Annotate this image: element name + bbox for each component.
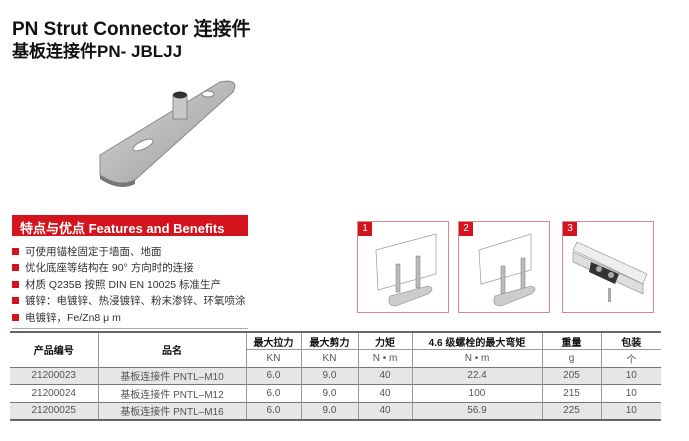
step-number: 2 (459, 222, 473, 236)
page-title: PN Strut Connector 连接件 (12, 19, 251, 40)
unit: g (542, 349, 602, 367)
feature-item: 电镀锌，Fe/Zn8 μ m (12, 309, 246, 326)
table-cell: 40 (358, 384, 413, 402)
table-cell: 40 (358, 401, 413, 421)
installation-diagram-2 (478, 233, 536, 307)
col-header-torque: 力矩 (358, 331, 413, 350)
table-cell: 10 (601, 366, 661, 385)
table-cell: 215 (542, 384, 602, 402)
unit: N • m (358, 349, 413, 367)
feature-text: 可使用锚栓固定于墙面、地面 (25, 245, 162, 258)
table-cell: 225 (542, 401, 602, 421)
table-cell: 9.0 (301, 366, 359, 385)
table-cell: 6.0 (246, 401, 302, 421)
table-cell: 21200024 (10, 384, 99, 402)
feature-text: 电镀锌，Fe/Zn8 μ m (25, 311, 121, 324)
bullet-icon (12, 280, 19, 288)
table-cell: 9.0 (301, 401, 359, 421)
step-panel-1: 1 (357, 221, 449, 313)
features-heading: 特点与优点 Features and Benefits (12, 215, 248, 236)
table-cell: 56.9 (412, 401, 543, 421)
feature-item: 可使用锚栓固定于墙面、地面 (12, 243, 246, 260)
table-cell: 6.0 (246, 366, 302, 385)
table-cell: 基板连接件 PNTL–M10 (98, 366, 247, 385)
divider (12, 328, 248, 329)
feature-item: 材质 Q235B 按照 DIN EN 10025 标准生产 (12, 276, 246, 293)
unit: N • m (412, 349, 543, 367)
table-cell: 6.0 (246, 384, 302, 402)
bullet-icon (12, 297, 19, 305)
table-cell: 21200025 (10, 401, 99, 421)
installation-diagram-3 (572, 241, 648, 302)
feature-text: 镀锌：电镀锌、热浸镀锌、粉末渗锌、环氧喷涂 (25, 295, 246, 308)
step-number: 3 (563, 222, 577, 236)
step-panel-2: 2 (458, 221, 550, 313)
page-subtitle: 基板连接件PN- JBLJJ (12, 42, 183, 61)
bullet-icon (12, 264, 19, 272)
unit: KN (301, 349, 359, 367)
col-header-name: 品名 (98, 331, 247, 367)
step-number: 1 (358, 222, 372, 236)
step-panel-3: 3 (562, 221, 654, 313)
col-header-max-tension: 最大拉力 (246, 331, 302, 350)
col-header-package: 包装 (601, 331, 661, 350)
col-header-max-shear: 最大剪力 (301, 331, 359, 350)
feature-item: 镀锌：电镀锌、热浸镀锌、粉末渗锌、环氧喷涂 (12, 293, 246, 310)
base-plate-connector-image (99, 80, 236, 188)
unit: KN (246, 349, 302, 367)
table-cell: 100 (412, 384, 543, 402)
unit: 个 (601, 349, 661, 367)
table-cell: 9.0 (301, 384, 359, 402)
feature-item: 优化底座等结构在 90° 方向时的连接 (12, 260, 246, 277)
bullet-icon (12, 247, 19, 255)
table-cell: 10 (601, 401, 661, 421)
table-cell: 205 (542, 366, 602, 385)
table-cell: 21200023 (10, 366, 99, 385)
feature-text: 材质 Q235B 按照 DIN EN 10025 标准生产 (25, 278, 222, 291)
col-header-max-bending: 4.6 级螺栓的最大弯矩 (412, 331, 543, 350)
bullet-icon (12, 313, 19, 321)
table-cell: 10 (601, 384, 661, 402)
installation-diagram-1 (375, 233, 437, 307)
feature-text: 优化底座等结构在 90° 方向时的连接 (25, 262, 194, 275)
table-cell: 40 (358, 366, 413, 385)
table-cell: 基板连接件 PNTL–M16 (98, 401, 247, 421)
table-cell: 基板连接件 PNTL–M12 (98, 384, 247, 402)
col-header-weight: 重量 (542, 331, 602, 350)
table-cell: 22.4 (412, 366, 543, 385)
features-list: 可使用锚栓固定于墙面、地面 优化底座等结构在 90° 方向时的连接 材质 Q23… (12, 243, 246, 326)
col-header-product-no: 产品编号 (10, 331, 99, 367)
product-spec-table: 产品编号 品名 最大拉力 最大剪力 力矩 4.6 级螺栓的最大弯矩 重量 包装 … (10, 331, 661, 421)
